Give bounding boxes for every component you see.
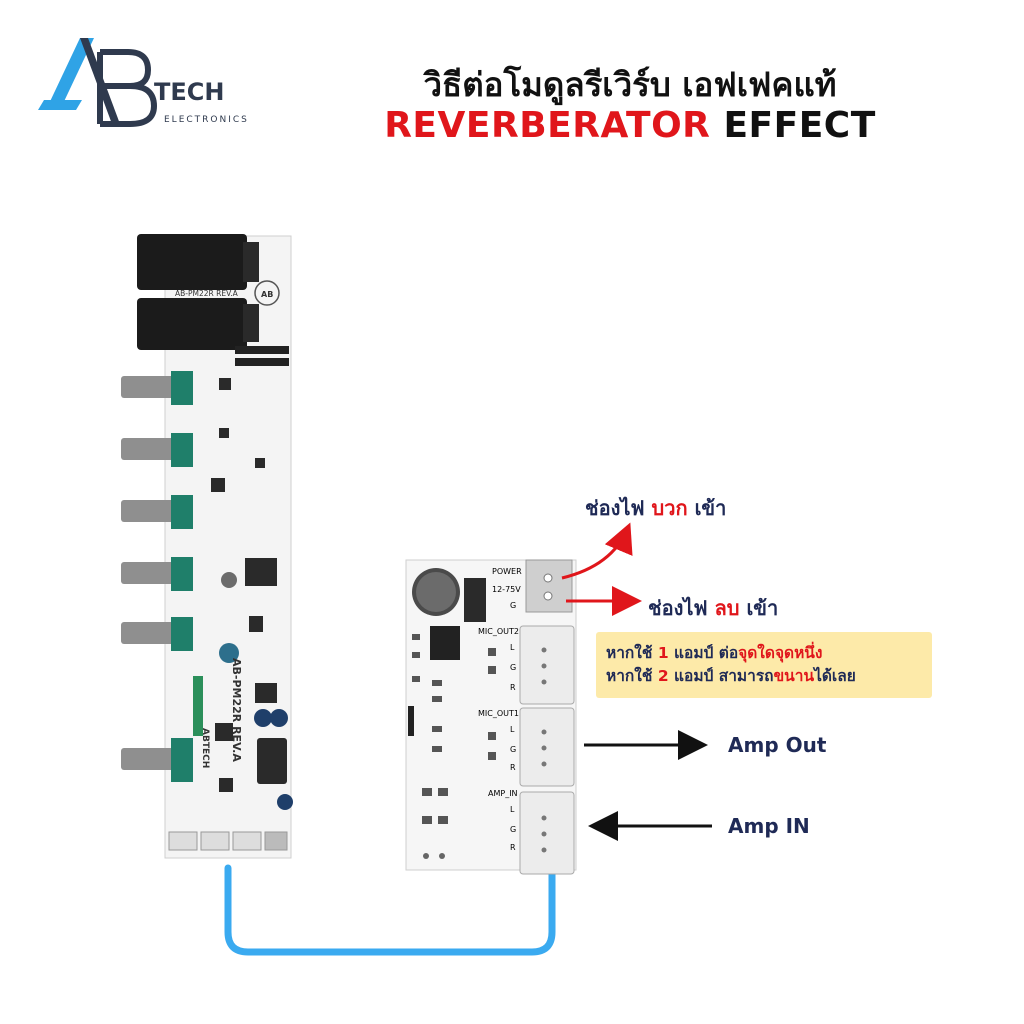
logo-tech-text: TECH xyxy=(154,78,224,106)
mic-out1-label: MIC_OUT1 xyxy=(478,709,519,718)
pin-g-3: G xyxy=(510,825,516,834)
amp-out-label: Amp Out xyxy=(728,733,827,757)
pin-r-2: R xyxy=(510,763,516,772)
pin-l-1: L xyxy=(510,643,515,652)
pin-r-3: R xyxy=(510,843,516,852)
amp-in-label: Amp IN xyxy=(728,814,810,838)
pin-g-1: G xyxy=(510,663,516,672)
usage-note: หากใช้ 1 แอมป์ ต่อจุดใดจุดหนึ่ง หากใช้ 2… xyxy=(596,632,932,698)
voltage-label: 12-75V xyxy=(492,585,521,594)
board-model-label-top: AB-PM22R REV.A xyxy=(175,289,239,298)
reverb-control-board: AB AB-PM22R REV.A AB-PM22R REV.A ABTECH xyxy=(121,234,293,859)
pin-l-3: L xyxy=(510,805,515,814)
reverb-main-board: POWER 12-75V G MIC_OUT2 MIC_OUT1 AMP_IN … xyxy=(405,559,577,875)
positive-arrow xyxy=(561,522,633,580)
pin-g-2: G xyxy=(510,745,516,754)
ground-label: G xyxy=(510,601,516,610)
power-label: POWER xyxy=(492,567,522,576)
potentiometers xyxy=(121,371,193,782)
pin-r-1: R xyxy=(510,683,516,692)
amp-in-label: AMP_IN xyxy=(488,789,518,798)
abtech-logo: TECH ELECTRONICS xyxy=(38,38,249,127)
mic-out2-label: MIC_OUT2 xyxy=(478,627,519,636)
title-english-red: REVERBERATOR xyxy=(384,105,711,146)
title-english-dark: EFFECT xyxy=(723,105,876,146)
page-title-english: REVERBERATOR EFFECT xyxy=(300,105,960,146)
board-model-label-side: AB-PM22R REV.A xyxy=(230,658,243,762)
pin-l-2: L xyxy=(510,725,515,734)
positive-power-label: ช่องไฟ บวก เข้า xyxy=(585,496,727,520)
svg-text:AB: AB xyxy=(261,290,273,299)
note-line-1: หากใช้ 1 แอมป์ ต่อจุดใดจุดหนึ่ง xyxy=(606,644,823,662)
board-brand-side: ABTECH xyxy=(200,728,210,768)
logo-electronics-text: ELECTRONICS xyxy=(164,115,249,125)
page-title-thai: วิธีต่อโมดูลรีเวิร์บ เอฟเฟคแท้ xyxy=(423,65,837,104)
negative-power-label: ช่องไฟ ลบ เข้า xyxy=(648,596,779,620)
note-line-2: หากใช้ 2 แอมป์ สามารถขนานได้เลย xyxy=(606,667,856,685)
